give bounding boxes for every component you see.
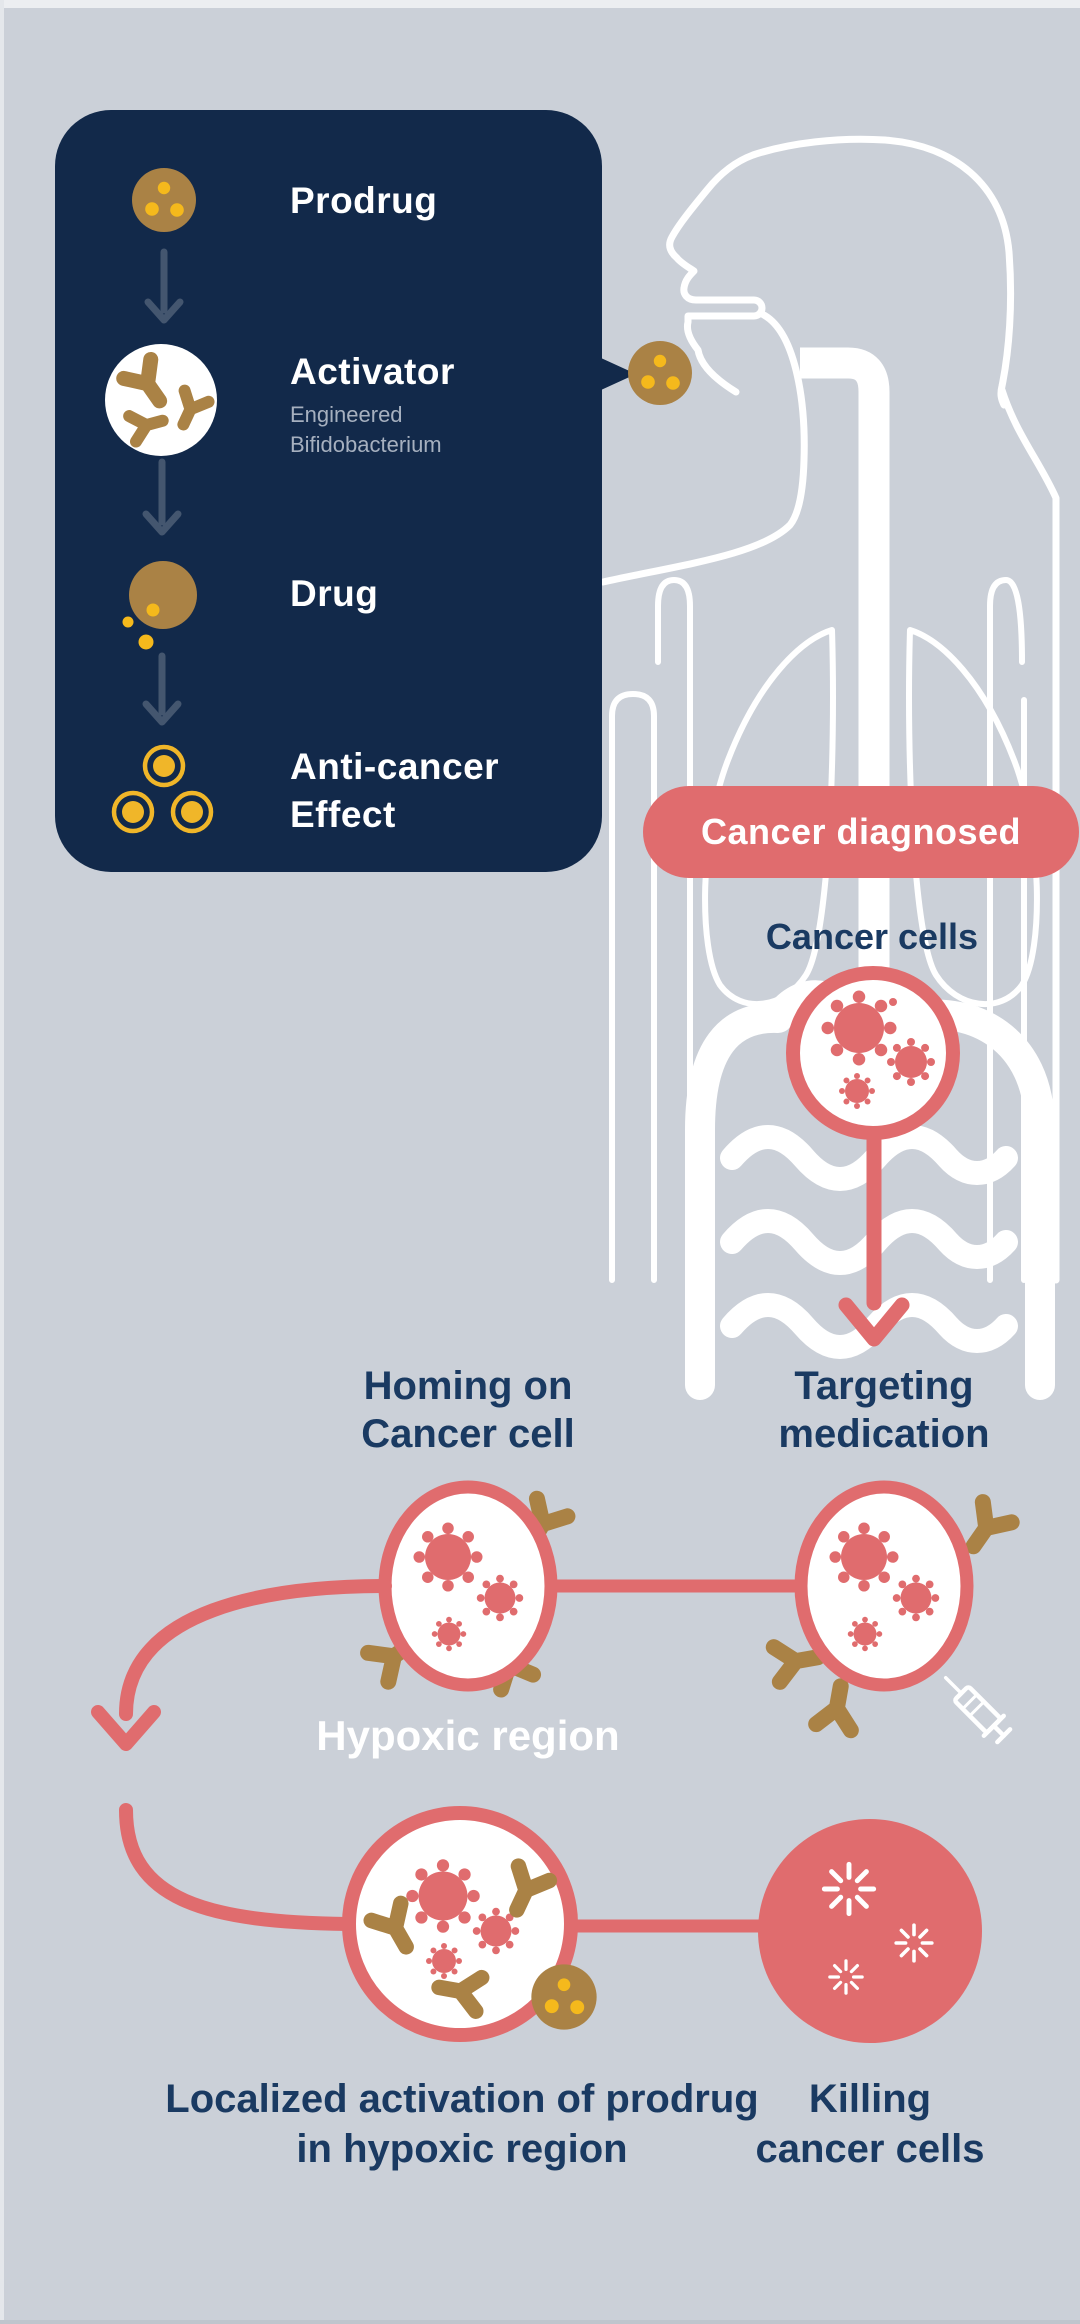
cancer-diagnosed-label: Cancer diagnosed xyxy=(700,811,1022,852)
legend-activator-sublabel-1: Engineered xyxy=(290,402,403,427)
left-arm-outline xyxy=(609,691,657,1283)
killing-circle xyxy=(758,1819,982,2043)
neck-shoulder-right-outline xyxy=(998,386,1060,1284)
prodrug-activation-icon xyxy=(531,1964,597,2030)
page-edge-left xyxy=(0,0,4,2324)
targeting-circle xyxy=(774,1480,1012,1730)
legend-activator-sublabel-2: Bifidobacterium xyxy=(290,432,442,457)
legend-prodrug-label: Prodrug xyxy=(290,180,438,221)
legend-activator-label: Activator xyxy=(290,351,455,392)
activator-icon xyxy=(105,344,217,456)
down-arrow-icon xyxy=(142,458,182,536)
mouth-prodrug-icon xyxy=(628,341,692,405)
cancer-diagnosed-banner: Cancer diagnosed xyxy=(643,786,1079,878)
panel-connector-stub xyxy=(601,358,636,390)
anti-cancer-effect-icon xyxy=(114,747,211,831)
cancer-cells-magnifier xyxy=(786,966,960,1140)
cancer-cells-label: Cancer cells xyxy=(765,916,979,957)
hypoxic-label: Hypoxic region xyxy=(316,1712,620,1759)
down-arrow-icon xyxy=(144,248,184,324)
targeting-label: Targeting medication xyxy=(778,1364,990,1456)
localized-label: Localized activation of prodrug in hypox… xyxy=(165,2077,759,2171)
antibody-icon xyxy=(816,1683,858,1730)
legend-effect-label-line1: Anti-cancer xyxy=(290,746,500,787)
page-edge-bottom xyxy=(0,2320,1080,2324)
loop-arrow xyxy=(91,1579,392,1931)
legend-effect-label-line2: Effect xyxy=(290,794,396,835)
legend-panel: Prodrug Activator Engineered Bifidobacte… xyxy=(55,110,602,872)
syringe-icon xyxy=(936,1668,1014,1746)
prodrug-icon xyxy=(132,168,196,232)
down-arrow xyxy=(838,1127,910,1347)
page-edge-top xyxy=(0,0,1080,8)
neck-shoulder-left-outline xyxy=(599,310,808,586)
killing-label: Killing cancer cells xyxy=(755,2077,985,2171)
down-arrow-icon xyxy=(142,652,182,726)
activation-circle xyxy=(342,1806,597,2042)
esophagus-tube xyxy=(800,347,890,1000)
legend-drug-label: Drug xyxy=(290,573,379,614)
drug-icon xyxy=(122,561,197,650)
homing-label: Homing on Cancer cell xyxy=(361,1364,575,1456)
homing-circle xyxy=(368,1480,567,1689)
